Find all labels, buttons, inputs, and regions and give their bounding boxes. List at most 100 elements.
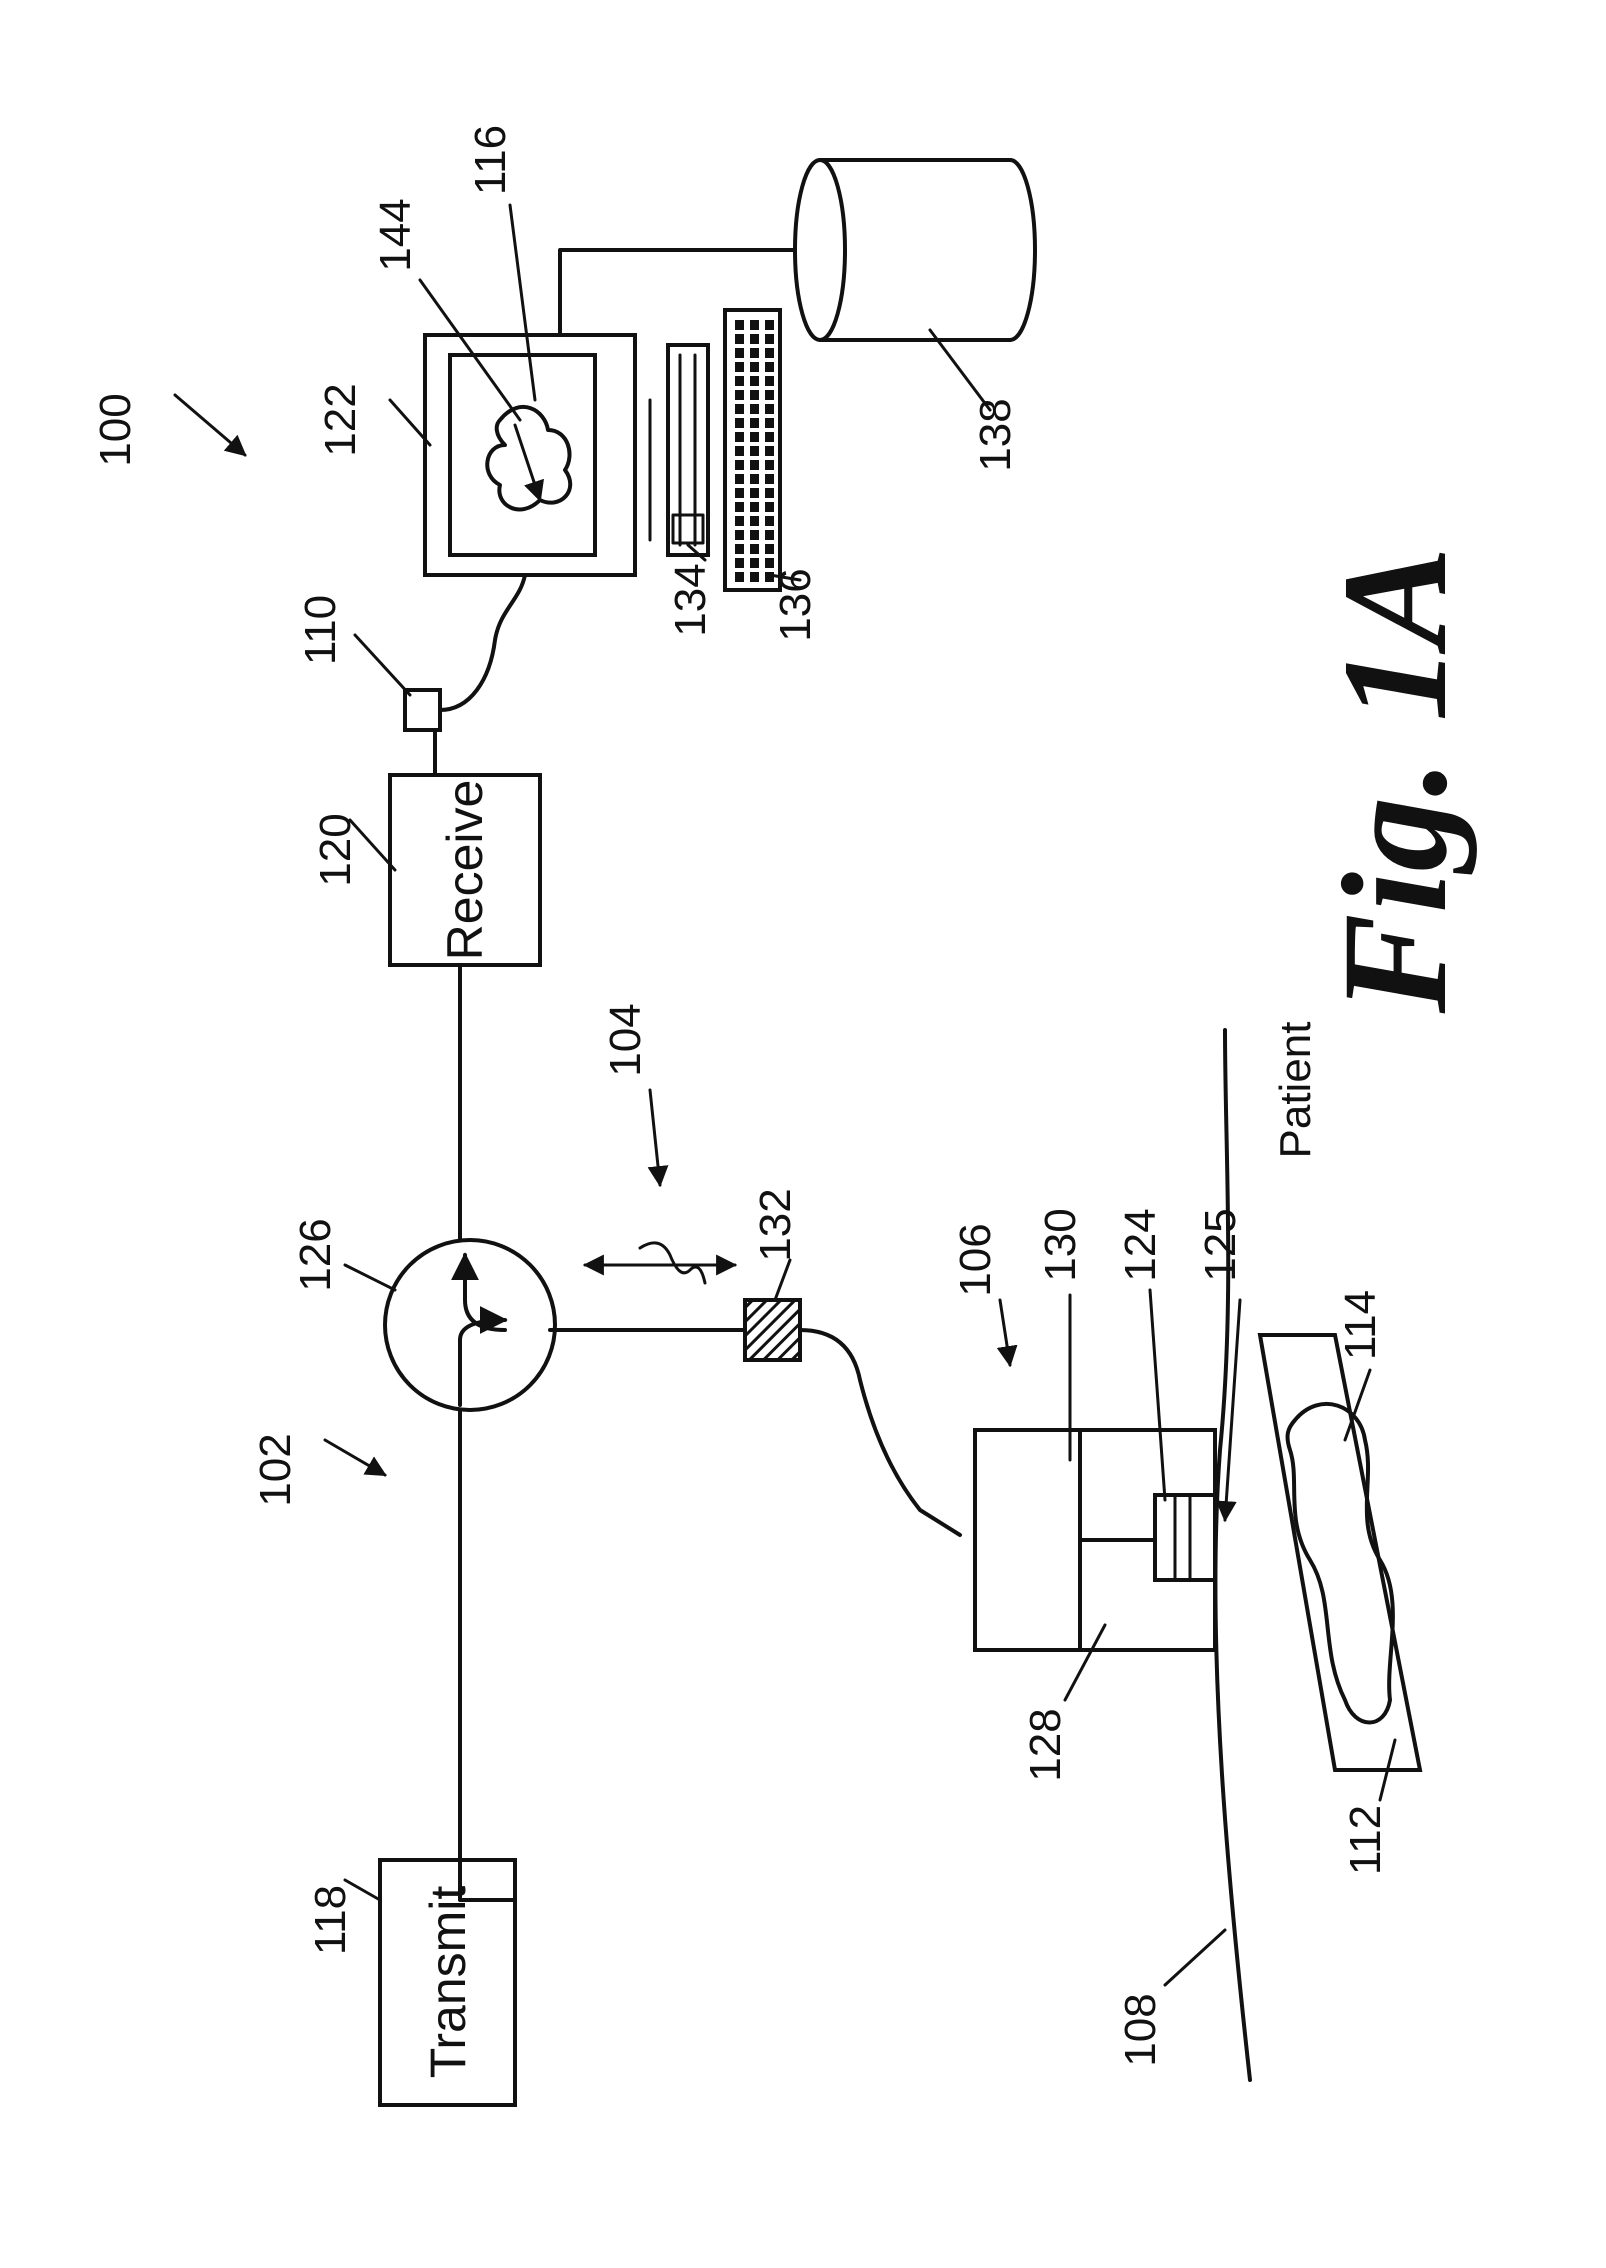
keyboard-key [750,488,759,498]
drum-bottom-arc [1010,160,1035,340]
tissue-plane [1260,1335,1420,1770]
keyboard-key [765,334,774,344]
circulator [385,1240,555,1410]
keyboard-key [750,362,759,372]
keyboard-key [765,432,774,442]
keyboard-key [735,474,744,484]
keyboard-key [735,460,744,470]
keyboard-key [765,516,774,526]
monitor-screen [450,355,595,555]
keyboard-key [735,488,744,498]
leader-102 [325,1440,385,1475]
ref-128: 128 [1021,1708,1070,1781]
keyboard-key [765,348,774,358]
keyboard-key [735,572,744,582]
keyboard-key [735,432,744,442]
keyboard-key [735,376,744,386]
ref-138: 138 [971,398,1020,471]
keyboard-key [735,404,744,414]
drum-top-ellipse [795,160,845,340]
ref-130: 130 [1036,1208,1085,1281]
ref-118: 118 [306,1885,355,1955]
tissue-plane-outline [1260,1335,1420,1770]
keyboard-key [750,572,759,582]
fiber-connector [745,1300,800,1360]
keyboard-key [765,390,774,400]
keyboard-key [735,334,744,344]
keyboard-key [765,488,774,498]
ref-100: 100 [91,393,140,466]
storage-drum [560,160,1035,340]
keyboard-key [735,516,744,526]
ref-114: 114 [1336,1290,1385,1360]
scan-motion-arrow [585,1243,735,1283]
leader-132 [775,1260,790,1300]
keyboard-key [750,446,759,456]
keyboard-key [735,362,744,372]
keyboard-key [750,404,759,414]
keyboard-key [750,376,759,386]
keyboard-key [750,334,759,344]
keyboard-key [750,418,759,428]
transmit-label: Transmit [420,1886,476,2079]
keyboard-key [735,446,744,456]
mouse [668,345,708,555]
ref-116: 116 [466,125,515,195]
keyboard-key [735,530,744,540]
ref-112: 112 [1341,1805,1390,1875]
keyboard-key [765,544,774,554]
transmit-fiber [460,1395,515,1900]
receive-box: Receive [390,775,540,965]
keyboard-key [765,404,774,414]
keyboard-key [750,460,759,470]
ref-124: 124 [1116,1208,1165,1281]
keyboard-key [765,502,774,512]
keyboard-key [750,516,759,526]
keyboard-key [765,320,774,330]
keyboard-key [750,502,759,512]
keyboard-key [750,530,759,540]
keyboard-key [735,348,744,358]
leader-106 [1000,1300,1010,1365]
leader-104 [650,1090,660,1185]
keyboard-key [735,390,744,400]
figure-caption: Fig. 1A [1312,547,1478,1015]
keyboard-key [750,558,759,568]
patient-skin-surface [1215,1030,1250,2080]
keyboard-key [765,376,774,386]
keyboard-key [765,418,774,428]
ref-104: 104 [601,1003,650,1076]
keyboard-key [735,558,744,568]
keyboard-key [765,460,774,470]
keyboard-key [735,502,744,512]
keyboard-key [765,530,774,540]
leader-110 [355,635,410,695]
computer-monitor [425,335,650,575]
ref-102: 102 [251,1433,300,1506]
ref-126: 126 [291,1218,340,1291]
drum-body [820,160,1010,340]
scan-rotation-symbol [640,1243,705,1283]
ref-144: 144 [371,198,420,271]
keyboard-key [750,390,759,400]
ref-134: 134 [666,563,715,636]
ref-122: 122 [316,383,365,456]
probe-lens [1155,1495,1215,1580]
leader-126 [345,1265,395,1290]
transmit-box: Transmit [380,1860,515,2105]
keyboard-key [765,362,774,372]
keyboard [725,310,780,590]
probe [975,1430,1215,1650]
keyboard-key [765,474,774,484]
patient-label: Patient [1271,1022,1320,1159]
monitor-cable [440,575,525,710]
keyboard-key [750,348,759,358]
ref-108: 108 [1116,1993,1165,2066]
leader-100 [175,395,245,455]
ref-125: 125 [1196,1208,1245,1281]
keyboard-key [750,544,759,554]
leader-108 [1165,1930,1225,1985]
keyboard-key [765,558,774,568]
ref-132: 132 [751,1188,800,1261]
